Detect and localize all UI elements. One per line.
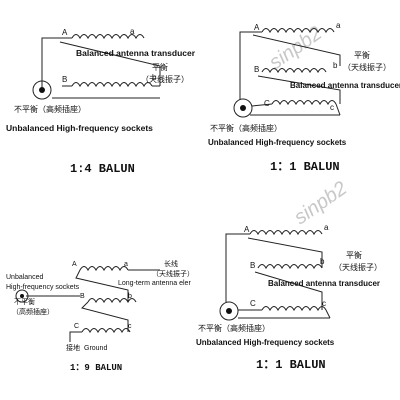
socket-icon (15, 289, 29, 303)
label-B: B (254, 65, 259, 74)
coil-c-winding (81, 327, 131, 334)
wire-a (41, 37, 72, 88)
label-A: A (62, 28, 68, 37)
label-c: c (128, 323, 132, 330)
wire-b-cross (81, 301, 129, 332)
caption-1-1-bottom: 1：1 BALUN (256, 358, 326, 372)
panel-1-1-balun-bottom: A a B b C c 平衡 （天线振子） Balanced antenna t… (196, 223, 382, 372)
caption-1-4: 1:4 BALUN (70, 162, 135, 176)
balanced-cn-2: （天线振子） (343, 62, 391, 72)
coil-a-winding (249, 229, 323, 236)
balanced-cn-1: 平衡 (152, 62, 168, 72)
coil-c-winding (271, 99, 337, 106)
coil-b-winding (257, 263, 323, 270)
socket-center-icon (240, 105, 246, 111)
label-a: a (130, 27, 135, 36)
unbalanced-label: Unbalanced High-frequency sockets (208, 138, 347, 147)
coil-a-winding (79, 265, 129, 272)
label-C: C (264, 99, 270, 108)
label-b: b (320, 257, 325, 266)
label-c: c (322, 299, 326, 308)
panel-1-9-balun: A a B b C c Unbalanced High-frequency so… (6, 259, 194, 373)
label-b: b (333, 61, 338, 70)
balanced-cn-2: （天线振子） (334, 262, 382, 272)
long-cn-2: （天线振子） (152, 269, 194, 278)
wire-b-cross (257, 75, 341, 104)
balanced-cn-2: （天线振子） (141, 74, 189, 84)
panel-1-4-balun: A a B b Balanced antenna transducer 平衡 （… (6, 27, 196, 176)
wire-c-end (335, 103, 341, 116)
balanced-label: Balanced antenna transducer (268, 279, 380, 288)
wire-a-cross (75, 269, 129, 302)
label-B: B (80, 293, 85, 300)
unbalanced-cn: 不平衡（高频插座） (14, 104, 86, 114)
label-B: B (250, 261, 255, 270)
socket-icon (219, 301, 239, 321)
label-b: b (128, 293, 132, 300)
label-A: A (244, 225, 250, 234)
socket-center-icon (226, 308, 232, 314)
wire-c-end (325, 309, 331, 319)
balanced-label: Balanced antenna transducer (290, 81, 400, 90)
wire-a-cross (247, 237, 323, 268)
panel-1-1-balun-top: A a B b C c 平衡 （天线振子） Balanced antenna t… (208, 21, 400, 174)
label-a: a (124, 261, 128, 268)
unbalanced-en-2: High-frequency sockets (6, 284, 80, 291)
wire-a-left (239, 31, 262, 100)
long-en: Long-term antenna eler (118, 280, 191, 287)
unbalanced-cn: 不平衡（高频插座） (198, 323, 270, 333)
wire-a-cross (59, 41, 161, 86)
balanced-cn-1: 平衡 (346, 250, 362, 260)
wire-ground (69, 331, 82, 342)
balanced-cn-1: 平衡 (354, 50, 370, 60)
wire-c (251, 103, 273, 107)
long-cn: 长线 (164, 259, 178, 268)
unbalanced-cn-2: （高频插座） (12, 307, 54, 316)
unbalanced-cn-1: 不平衡 (14, 297, 35, 306)
unbalanced-label: Unbalanced High-frequency sockets (196, 338, 335, 347)
label-C: C (250, 299, 256, 308)
socket-center-icon (20, 294, 24, 298)
coil-a-winding (71, 33, 145, 40)
label-A: A (72, 261, 77, 268)
watermark-bottom: sinpb2 (290, 177, 351, 229)
ground-cn: 接地 (66, 343, 80, 352)
wire-a-cross (252, 34, 341, 66)
unbalanced-en-1: Unbalanced (6, 274, 43, 281)
socket-icon (233, 98, 253, 118)
unbalanced-label: Unbalanced High-frequency sockets (6, 123, 153, 133)
coil-b-winding (261, 67, 327, 74)
label-c: c (330, 103, 334, 112)
wire-a-left (225, 233, 250, 302)
caption-1-1-top: 1：1 BALUN (270, 160, 340, 174)
ground-en: Ground (84, 345, 107, 352)
wire-b-cross (254, 271, 323, 310)
caption-1-9: 1：9 BALUN (70, 363, 122, 373)
label-B: B (62, 75, 67, 84)
balanced-label: Balanced antenna transducer (76, 48, 196, 58)
label-A: A (254, 23, 260, 32)
label-b: b (152, 73, 157, 82)
label-a: a (336, 21, 341, 30)
coil-a-winding (261, 27, 335, 34)
coil-b-winding (71, 81, 153, 88)
socket-center-icon (39, 87, 45, 93)
socket-icon (32, 80, 52, 100)
coil-c-winding (261, 305, 327, 312)
unbalanced-cn: 不平衡（高频插座） (210, 123, 282, 133)
label-C: C (74, 323, 79, 330)
label-a: a (324, 223, 329, 232)
